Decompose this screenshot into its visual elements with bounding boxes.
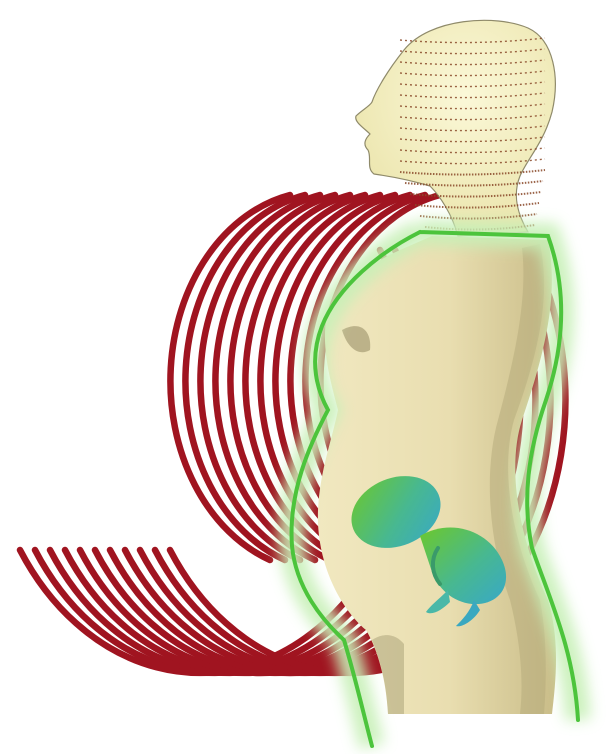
pregnancy-exposure-illustration bbox=[0, 0, 610, 754]
figure-canvas bbox=[0, 0, 610, 754]
